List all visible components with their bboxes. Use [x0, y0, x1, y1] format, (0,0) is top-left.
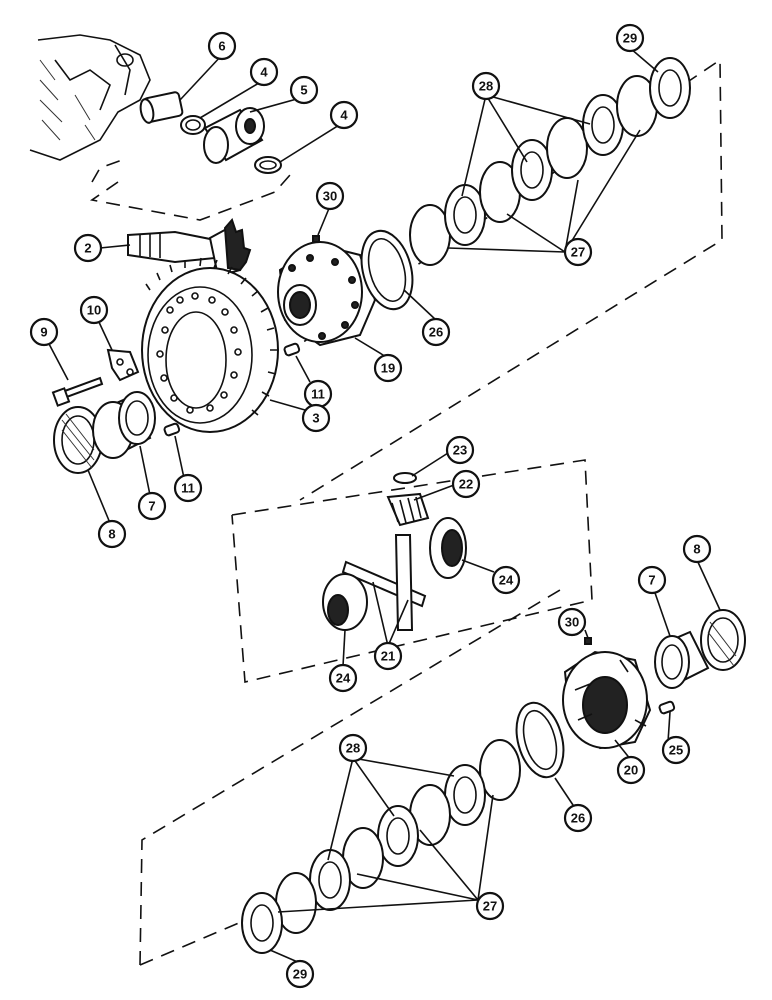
bearing-cup-8-lower: [700, 609, 746, 671]
cross-shaft-21: [341, 534, 427, 631]
svg-text:24: 24: [499, 573, 514, 588]
callouts: 6 4 5 4 29 28 30 2 27 26 19 10 9 11 3 11…: [29, 23, 712, 989]
svg-text:24: 24: [336, 671, 351, 686]
callout-21: 21: [373, 641, 403, 671]
washer-4-upper: [180, 115, 206, 135]
callout-22: 22: [451, 469, 481, 499]
svg-text:29: 29: [623, 31, 637, 46]
callout-27: 27: [563, 237, 593, 267]
svg-text:19: 19: [381, 361, 395, 376]
svg-text:25: 25: [669, 743, 683, 758]
svg-text:27: 27: [483, 899, 497, 914]
bolt-9: [51, 376, 104, 407]
pin-11-upper: [283, 342, 301, 357]
sleeve-6: [139, 91, 184, 124]
svg-text:30: 30: [323, 189, 337, 204]
callout-10: 10: [79, 295, 109, 325]
clutch-ring-26-upper: [360, 229, 414, 311]
callout-26: 26: [421, 317, 451, 347]
washer-4-lower: [254, 156, 282, 174]
svg-text:7: 7: [648, 573, 655, 588]
lower-assembly-outline: [139, 589, 561, 966]
callout-30: 30: [315, 181, 345, 211]
clutch-ring-26-lower: [515, 701, 565, 779]
callout-7: 7: [137, 491, 167, 521]
svg-text:9: 9: [40, 325, 47, 340]
svg-text:22: 22: [459, 477, 473, 492]
svg-text:3: 3: [312, 411, 319, 426]
callout-11: 11: [303, 379, 333, 409]
callout-8: 8: [682, 534, 712, 564]
callout-25: 25: [661, 735, 691, 765]
callout-8: 8: [97, 519, 127, 549]
svg-text:23: 23: [453, 443, 467, 458]
svg-text:29: 29: [293, 967, 307, 982]
callout-4: 4: [329, 100, 359, 130]
side-gear-24-right: [429, 517, 467, 579]
pin-11-lower: [163, 422, 181, 437]
svg-text:26: 26: [429, 325, 443, 340]
callout-29: 29: [285, 959, 315, 989]
callout-26: 26: [563, 803, 593, 833]
dowel-30-lower: [584, 637, 592, 645]
callout-2: 2: [73, 233, 103, 263]
svg-text:7: 7: [148, 499, 155, 514]
thrust-washer-23: [393, 472, 417, 484]
svg-text:20: 20: [624, 763, 638, 778]
callout-19: 19: [373, 353, 403, 383]
svg-text:10: 10: [87, 303, 101, 318]
clutch-pack-lower: [241, 739, 521, 954]
ring-gear-3: [141, 257, 279, 433]
callout-5: 5: [289, 75, 319, 105]
svg-text:11: 11: [311, 387, 325, 402]
callout-24: 24: [491, 565, 521, 595]
differential-case-20: [562, 650, 652, 750]
differential-case-19: [277, 241, 377, 347]
callout-11: 11: [173, 473, 203, 503]
upper-assembly-outline: [89, 58, 723, 501]
callout-23: 23: [445, 435, 475, 465]
callout-20: 20: [616, 755, 646, 785]
bearing-cone-7-upper: [92, 391, 156, 459]
dowel-30-upper: [312, 235, 320, 243]
svg-text:8: 8: [693, 542, 700, 557]
svg-text:4: 4: [260, 65, 268, 80]
svg-text:6: 6: [218, 39, 225, 54]
svg-text:4: 4: [340, 108, 348, 123]
svg-text:11: 11: [181, 481, 195, 496]
callout-24: 24: [328, 663, 358, 693]
svg-text:2: 2: [84, 241, 91, 256]
svg-text:27: 27: [571, 245, 585, 260]
clutch-pack-upper: [409, 57, 691, 266]
callout-29: 29: [615, 23, 645, 53]
callout-3: 3: [301, 403, 331, 433]
svg-text:8: 8: [108, 527, 115, 542]
callout-27: 27: [475, 891, 505, 921]
svg-text:28: 28: [479, 79, 493, 94]
bearing-5: [203, 107, 265, 164]
callout-6: 6: [207, 31, 237, 61]
bearing-cone-7-lower: [654, 630, 710, 689]
callout-7: 7: [637, 565, 667, 595]
svg-text:26: 26: [571, 811, 585, 826]
pinion-gear-22: [386, 492, 430, 527]
svg-text:21: 21: [381, 649, 395, 664]
callout-30: 30: [557, 607, 587, 637]
callout-9: 9: [29, 317, 59, 347]
housing-fragment: [29, 34, 151, 161]
callout-4: 4: [249, 57, 279, 87]
pinion-shaft-2: [127, 218, 252, 278]
pin-25: [658, 700, 676, 715]
svg-text:30: 30: [565, 615, 579, 630]
side-gear-24-left: [322, 573, 368, 631]
svg-text:28: 28: [346, 741, 360, 756]
lock-tab-10: [106, 348, 140, 382]
callout-28: 28: [471, 71, 501, 101]
svg-text:5: 5: [300, 83, 307, 98]
differential-gears-outline: [231, 459, 593, 683]
callout-28: 28: [338, 733, 368, 763]
